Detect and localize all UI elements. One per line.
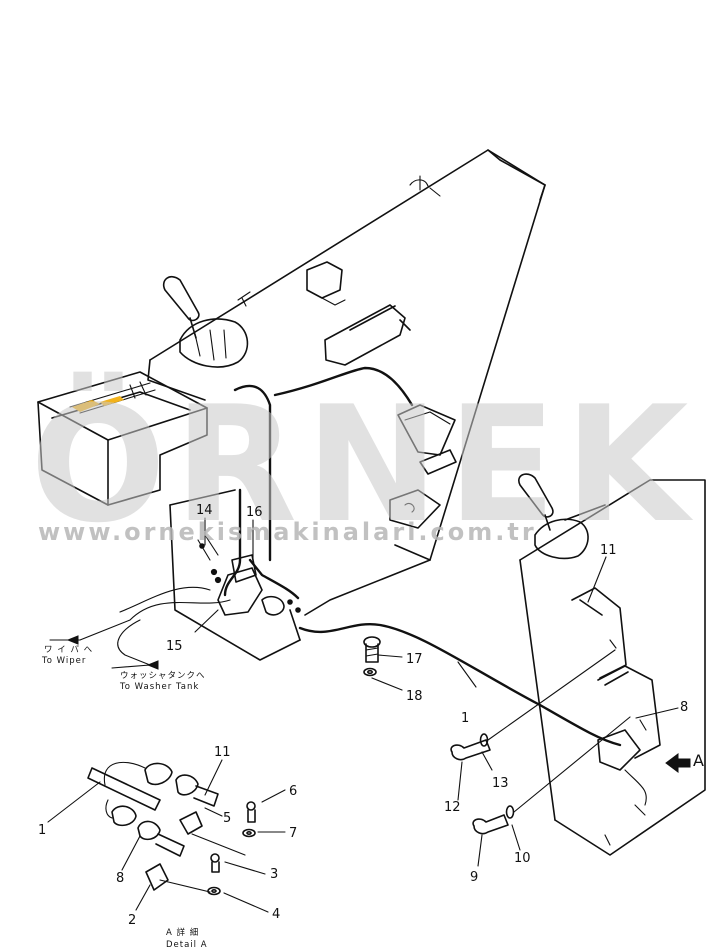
notes: ワ イ パ へ To Wiper ウォッシャタンクへ To Washer Tan…	[41, 645, 704, 950]
relay-assembly-drawing	[199, 543, 301, 616]
callout-10: 10	[514, 851, 531, 866]
callout-8-main: 8	[680, 700, 688, 715]
destination-arrows	[49, 635, 691, 773]
left-lever-drawing	[162, 275, 251, 368]
callout-5: 5	[223, 811, 231, 826]
callout-13: 13	[492, 776, 509, 791]
callout-16: 16	[246, 505, 263, 520]
callout-3: 3	[270, 867, 278, 882]
left-console-drawing	[37, 371, 208, 506]
callout-1-main: 1	[461, 711, 469, 726]
to-wiper-jp: ワ イ パ へ	[44, 645, 93, 655]
callouts: 14 16 15 17 18 11 8 1 13 12 10 9 11 6 5 …	[38, 503, 688, 928]
to-wiper-en: To Wiper	[41, 656, 86, 666]
callout-1-detail: 1	[38, 823, 46, 838]
leader-lines	[47, 517, 679, 913]
right-panel-drawing	[519, 479, 706, 856]
callout-17: 17	[406, 652, 423, 667]
callout-12: 12	[444, 800, 461, 815]
fasteners-drawing	[363, 636, 631, 835]
detail-a-drawing	[87, 761, 256, 896]
upper-components-drawing	[306, 175, 457, 529]
callout-11-main: 11	[600, 543, 617, 558]
to-washer-en: To Washer Tank	[119, 682, 199, 692]
callout-15: 15	[166, 639, 183, 654]
callout-11-detail: 11	[214, 745, 231, 760]
callout-2: 2	[128, 913, 136, 928]
right-lever-drawing	[518, 473, 589, 560]
callout-14: 14	[196, 503, 213, 518]
detail-en: Detail A	[166, 940, 208, 950]
callout-8-detail: 8	[116, 871, 124, 886]
to-washer-jp: ウォッシャタンクへ	[120, 671, 206, 681]
cab-frame-drawing	[147, 149, 546, 661]
callout-4: 4	[272, 907, 280, 922]
callout-7: 7	[289, 826, 297, 841]
callout-18: 18	[406, 689, 423, 704]
callout-9: 9	[470, 870, 478, 885]
watermark-url: www.ornekismakinalari.com.tr	[38, 518, 537, 546]
detail-jp: A 詳 細	[166, 927, 199, 938]
watermark: ÖRNEK www.ornekismakinalari.com.tr	[30, 370, 696, 558]
view-a-label: A	[693, 751, 704, 770]
view-a-arrow	[665, 753, 691, 773]
callout-6: 6	[289, 784, 297, 799]
watermark-brand: ÖRNEK	[30, 370, 696, 558]
